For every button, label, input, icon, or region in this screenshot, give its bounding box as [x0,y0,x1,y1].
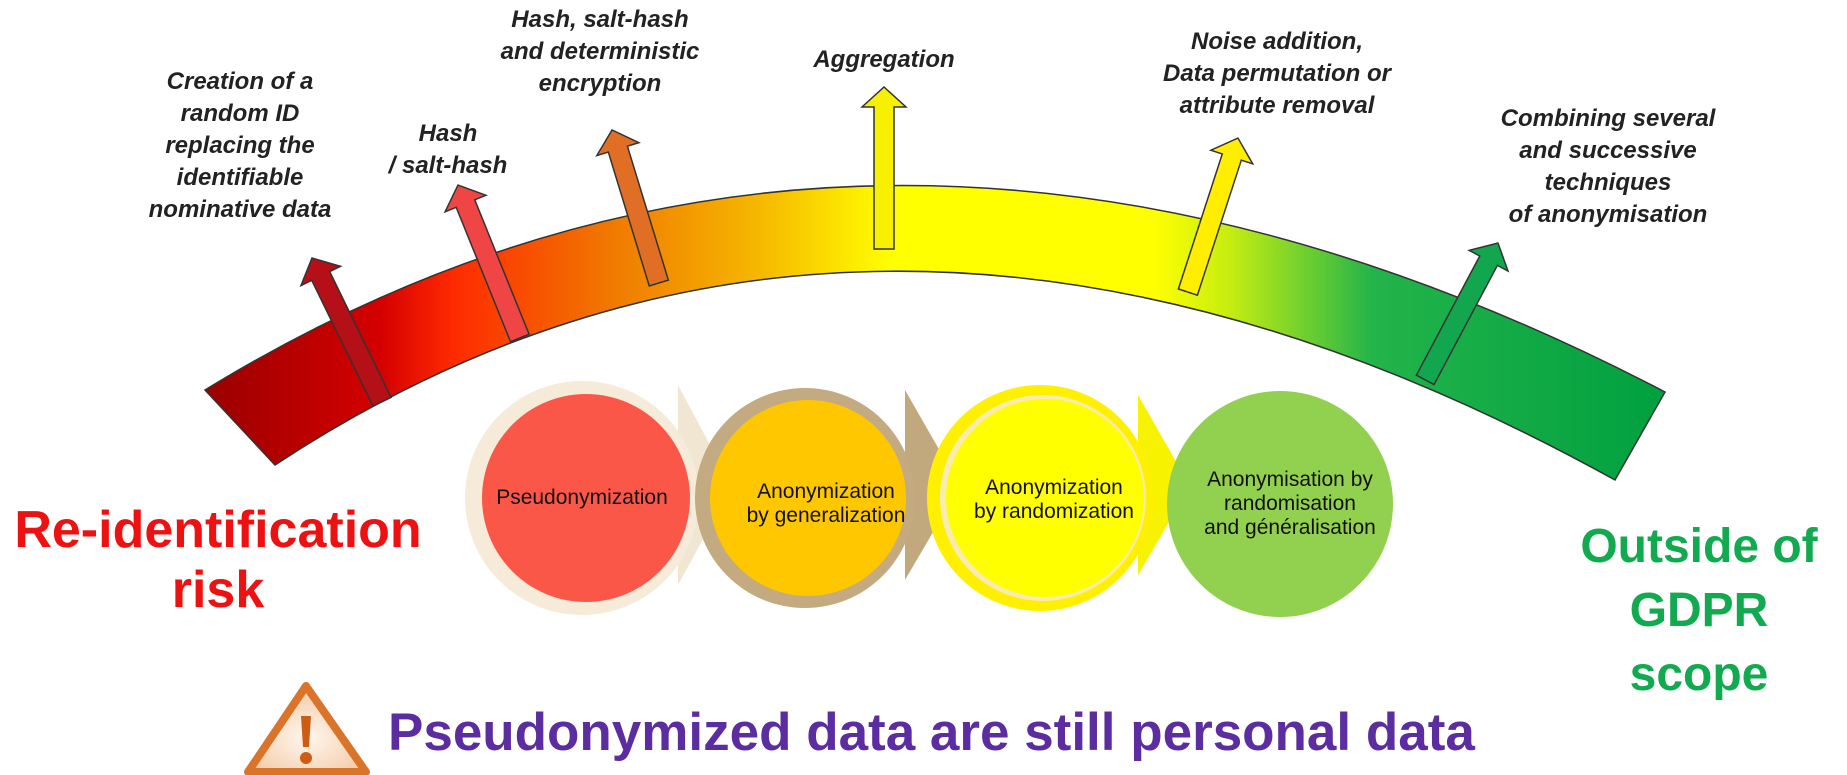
technique-arrow-random-id [299,257,393,408]
technique-arrow-deterministic-encryption [595,129,670,287]
stage-circle-2 [710,400,906,596]
risk-arc [203,184,1667,482]
technique-arrow-hash [443,184,531,343]
technique-label-hash: Hash / salt-hash [388,120,508,179]
technique-label-noise-addition: Noise addition, Data permutation or attr… [1162,28,1392,119]
warning-message: Pseudonymized data are still personal da… [388,703,1475,762]
stage-circle-4 [1167,391,1393,617]
technique-label-combining: Combining several and successive techniq… [1500,105,1716,228]
technique-arrow-aggregation [860,85,908,250]
stage-chain [465,381,1393,617]
technique-label-deterministic-encryption: Hash, salt-hash and deterministic encryp… [500,6,700,97]
technique-arrow-noise-addition [1177,137,1255,297]
technique-arrows [299,85,1510,408]
stage-label-pseudonymization: Pseudonymization [496,486,668,509]
reidentification-risk-label: Re-identification risk [14,501,422,619]
technique-label-random-id: Creation of a random ID replacing the id… [148,68,332,223]
stage-label-combined: Anonymisation by randomisation and génér… [1204,468,1376,539]
stage-connector-3 [1138,395,1190,575]
stage-label-randomization: Anonymization by randomization [974,476,1134,523]
stage-circle-3 [946,399,1144,597]
technique-arrow-combining [1415,242,1510,386]
stage-circle-1 [482,394,690,602]
warning-icon [244,682,370,775]
stage-label-generalization: Anonymization by generalization [746,480,906,527]
outside-gdpr-label: Outside of GDPR scope [1580,520,1818,701]
technique-label-aggregation: Aggregation [813,46,955,73]
